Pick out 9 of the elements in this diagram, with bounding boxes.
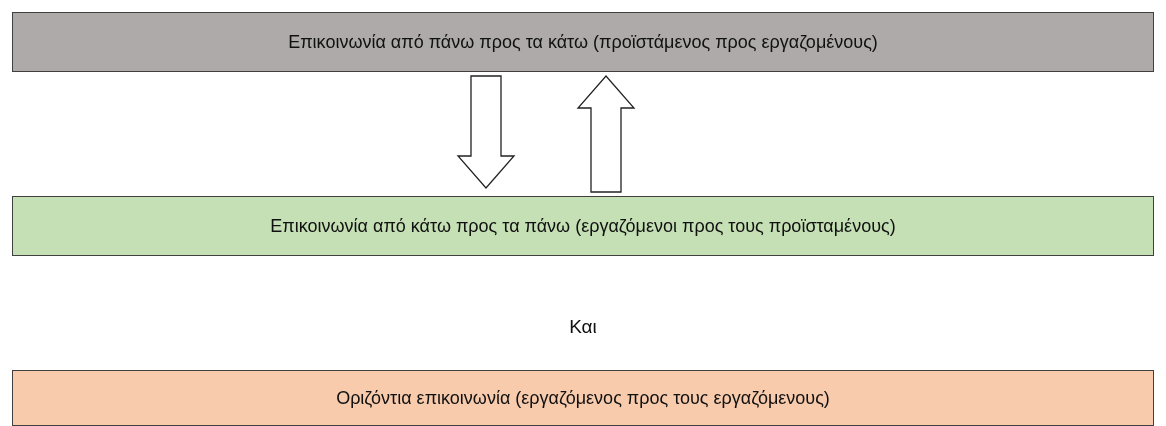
band-text: Επικοινωνία από κάτω προς τα πάνω (εργαζόμενοι προς τους προϊσταμένους) (270, 215, 896, 237)
block-arrow (456, 75, 516, 189)
block-arrow (576, 75, 636, 193)
text-band (12, 12, 1154, 72)
text-band (12, 196, 1154, 256)
band-text: Οριζόντια επικοινωνία (εργαζόμενος προς τους εργαζόμενους) (336, 387, 830, 409)
band-text: Επικοινωνία από πάνω προς τα κάτω (προϊστάμενος προς εργαζομένους) (288, 31, 878, 53)
text-band (12, 370, 1154, 426)
connector-word: Και (569, 316, 597, 337)
